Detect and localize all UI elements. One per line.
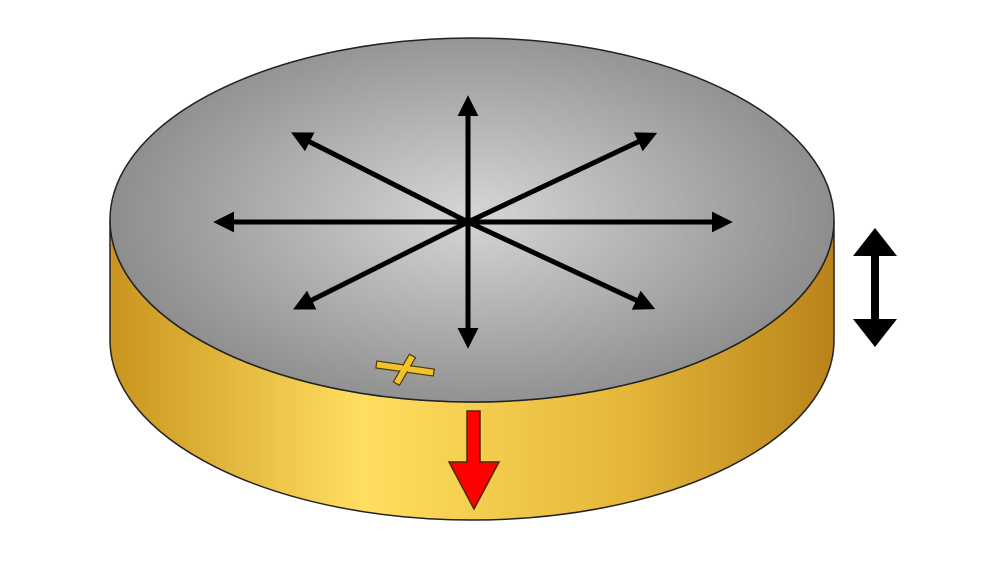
radial-arrows-icon [213,95,733,349]
plus-sign-icon [375,353,435,387]
down-arrow-icon [447,410,501,511]
vertical-double-arrow-icon [853,228,897,347]
